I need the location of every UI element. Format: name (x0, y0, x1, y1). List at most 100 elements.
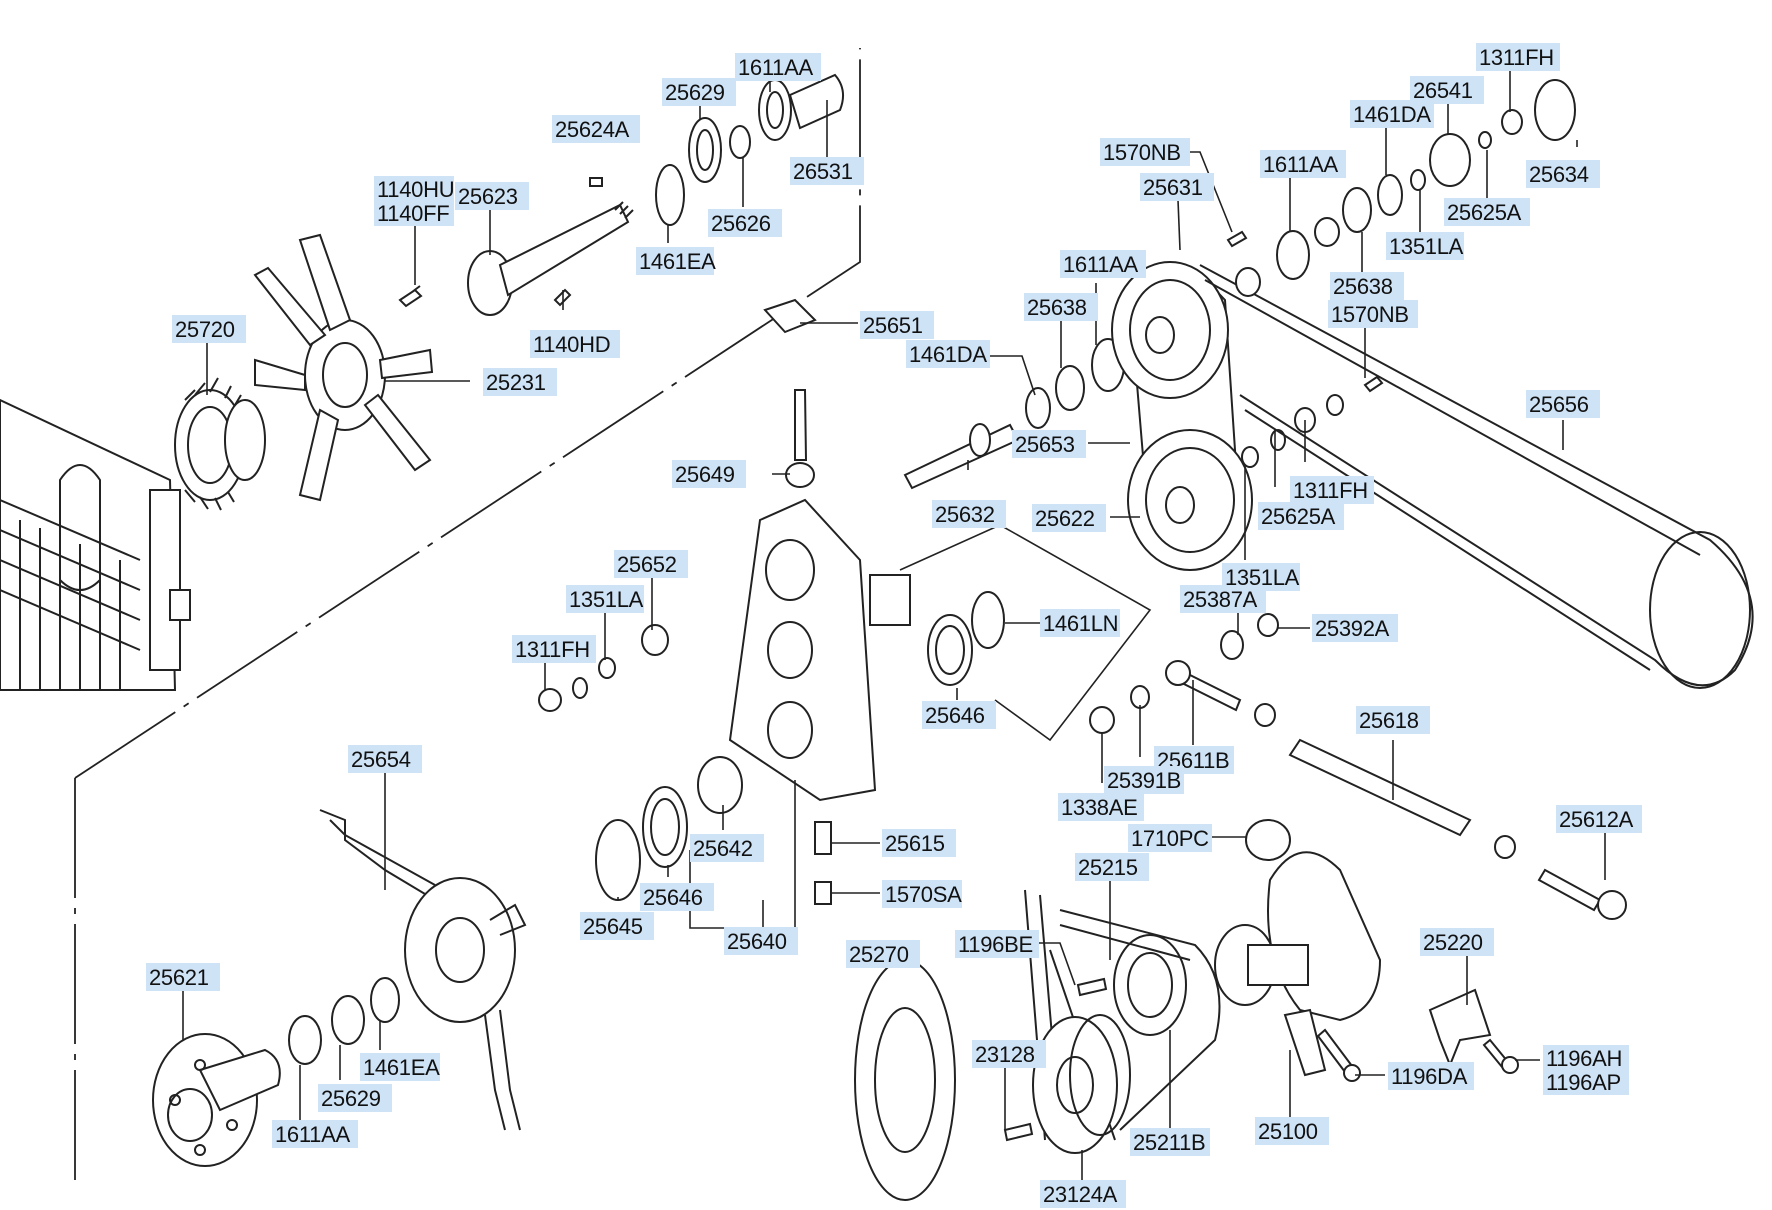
svg-text:25646: 25646 (643, 885, 703, 910)
ring-25626 (729, 125, 751, 159)
label-1461ea-top: 1461EA (636, 247, 716, 275)
svg-text:1461DA: 1461DA (909, 342, 987, 367)
seal-25629-b (331, 995, 365, 1045)
label-25270: 25270 (846, 940, 920, 968)
label-25220: 25220 (1420, 928, 1494, 956)
seal-1461ea-b (370, 977, 400, 1023)
svg-text:25621: 25621 (149, 965, 209, 990)
svg-text:25638: 25638 (1027, 295, 1087, 320)
label-25624a: 25624A (552, 115, 640, 143)
svg-text:1611AA: 1611AA (275, 1122, 350, 1147)
label-25622: 25622 (1032, 504, 1106, 532)
bolt-1196be (1076, 977, 1108, 997)
spacer-25387a (1220, 630, 1244, 660)
pulley-23124a (1032, 1014, 1131, 1154)
svg-text:1570NB: 1570NB (1103, 140, 1181, 165)
svg-text:25100: 25100 (1258, 1119, 1318, 1144)
svg-text:25631: 25631 (1143, 175, 1203, 200)
svg-text:25625A: 25625A (1447, 200, 1522, 225)
svg-text:26531: 26531 (793, 159, 853, 184)
label-26541: 26541 (1410, 76, 1484, 104)
svg-text:1196AH: 1196AH (1546, 1046, 1622, 1071)
boundary-line-upper (74, 48, 861, 779)
svg-text:25640: 25640 (727, 929, 787, 954)
bolt-1140hu (398, 285, 423, 308)
boundary-line-right (899, 524, 1152, 742)
svg-text:1611AA: 1611AA (1263, 152, 1338, 177)
svg-text:23124A: 23124A (1043, 1182, 1118, 1207)
svg-text:1311FH: 1311FH (1293, 478, 1368, 503)
clip-25651 (763, 298, 817, 334)
washer-25625a-a (1478, 131, 1492, 149)
fan-clutch (174, 377, 266, 511)
washer-25625a-b (1270, 429, 1286, 451)
spacer-25615 (814, 821, 832, 855)
svg-text:25651: 25651 (863, 313, 923, 338)
svg-text:1140FF: 1140FF (377, 201, 449, 226)
idler-assembly (1111, 261, 1253, 571)
grease-fitting-1570nb-a (1226, 230, 1248, 248)
shaft-25632-collar (969, 423, 991, 457)
svg-text:25654: 25654 (351, 747, 411, 772)
leader-lines (182, 70, 1606, 1200)
ring-25646-a (927, 614, 973, 686)
washer-25652 (641, 624, 669, 656)
label-1196da: 1196DA (1388, 1062, 1474, 1090)
label-1461da-top: 1461DA (1350, 100, 1434, 128)
label-25631: 25631 (1140, 173, 1214, 201)
label-1196ap: 1196AP (1543, 1069, 1629, 1095)
svg-text:25656: 25656 (1529, 392, 1589, 417)
seal-25645 (595, 819, 641, 901)
svg-text:25623: 25623 (458, 184, 518, 209)
svg-text:1611AA: 1611AA (1063, 252, 1138, 277)
label-25652: 25652 (614, 550, 688, 578)
svg-text:25720: 25720 (175, 317, 235, 342)
label-1196ah: 1196AH (1543, 1045, 1629, 1071)
seal-25638-b (1055, 365, 1085, 411)
svg-text:25392A: 25392A (1315, 616, 1390, 641)
svg-text:25625A: 25625A (1261, 504, 1336, 529)
svg-text:25215: 25215 (1078, 855, 1138, 880)
washer-1351la-a (1410, 169, 1426, 191)
label-25629-top: 25629 (662, 78, 736, 106)
svg-text:1710PC: 1710PC (1131, 826, 1209, 851)
label-25211b: 25211B (1130, 1128, 1210, 1156)
bolt-1196ah-head (1501, 1056, 1519, 1074)
nut-adjuster (1254, 703, 1276, 727)
label-1611aa-mid: 1611AA (1060, 250, 1146, 278)
label-25649: 25649 (672, 460, 746, 488)
bushing (1235, 267, 1261, 297)
svg-text:1461LN: 1461LN (1043, 611, 1118, 636)
parts-drawing (0, 48, 1754, 1201)
label-25638-top: 25638 (1330, 272, 1404, 300)
svg-text:25649: 25649 (675, 462, 735, 487)
label-25621: 25621 (146, 963, 220, 991)
svg-text:25622: 25622 (1035, 506, 1095, 531)
label-1461ln: 1461LN (1040, 609, 1120, 637)
label-25615: 25615 (882, 829, 956, 857)
label-26531: 26531 (790, 157, 864, 185)
nut-1311fh-a (1501, 109, 1523, 135)
bearing-1611aa-d (288, 1015, 322, 1065)
nut-25392a (1257, 613, 1279, 637)
svg-text:1140HU: 1140HU (377, 177, 454, 202)
svg-text:25646: 25646 (925, 703, 985, 728)
spacer-top (1314, 217, 1340, 247)
label-1570sa: 1570SA (882, 880, 962, 908)
washer-1351la-b (1241, 446, 1259, 468)
svg-text:1570NB: 1570NB (1331, 302, 1409, 327)
washer-25391b (1130, 685, 1150, 709)
label-25618: 25618 (1356, 706, 1430, 734)
svg-text:25391B: 25391B (1107, 768, 1181, 793)
svg-text:1311FH: 1311FH (515, 637, 590, 662)
svg-text:25638: 25638 (1333, 274, 1393, 299)
shaft-25632 (903, 423, 1020, 490)
radiator (0, 398, 191, 691)
label-1311fh-top: 1311FH (1476, 43, 1560, 71)
label-1196be: 1196BE (955, 930, 1039, 958)
label-1570nb-right: 1570NB (1328, 300, 1418, 328)
spring-washer (572, 677, 588, 699)
label-1140ff: 1140FF (374, 200, 454, 226)
label-25612a: 25612A (1556, 805, 1642, 833)
